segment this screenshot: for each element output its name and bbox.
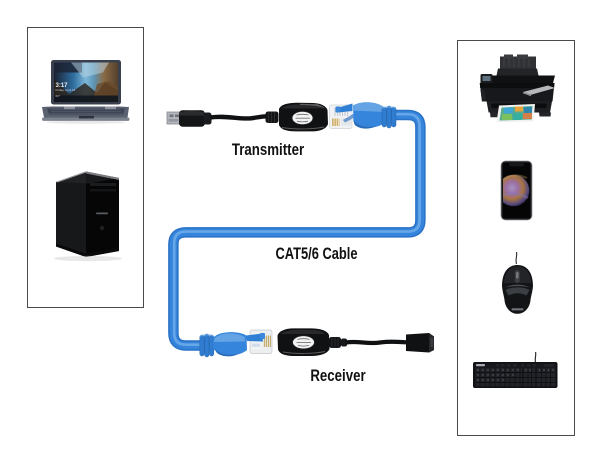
svg-text:3:17: 3:17 — [56, 83, 69, 89]
svg-text:63°: 63° — [56, 94, 61, 98]
svg-text:Friday, April 16: Friday, April 16 — [56, 88, 76, 92]
